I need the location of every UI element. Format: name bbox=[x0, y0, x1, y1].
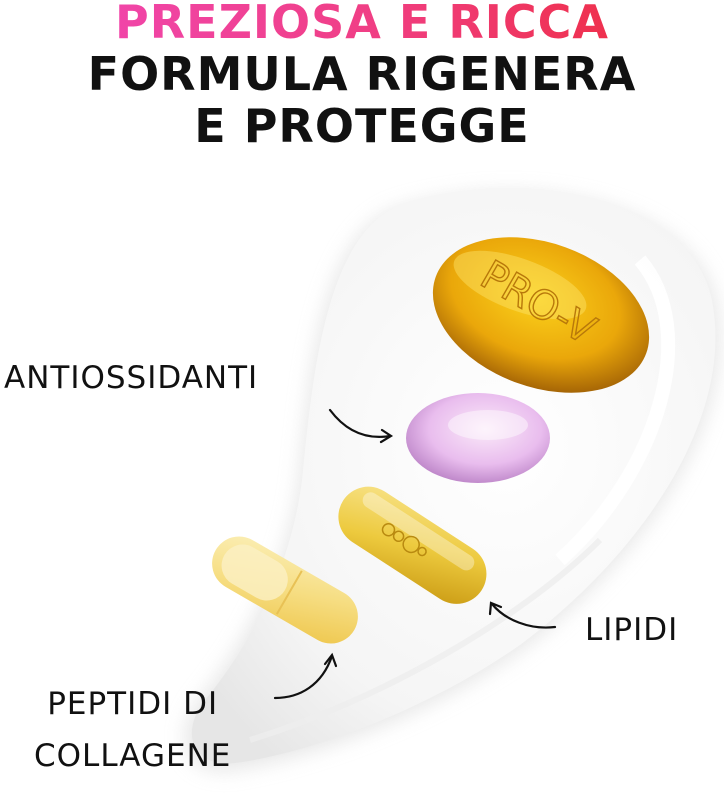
arrowhead-peptides-icon bbox=[323, 652, 338, 668]
collagen-capsule bbox=[212, 536, 358, 644]
arrow-peptides-icon bbox=[273, 654, 334, 700]
arrow-lipids-icon bbox=[490, 602, 557, 629]
arrow-antioxidants-icon bbox=[328, 408, 392, 438]
antioxidant-pearl bbox=[406, 393, 550, 483]
label-collagen-peptides: PEPTIDI DI COLLAGENE bbox=[34, 678, 231, 782]
label-peptides-line-1: PEPTIDI DI bbox=[47, 686, 219, 722]
label-peptides-line-2: COLLAGENE bbox=[34, 738, 232, 774]
label-antioxidants: ANTIOSSIDANTI bbox=[4, 360, 259, 396]
headline-line-1: PREZIOSA E RICCA bbox=[0, 0, 724, 48]
arrowhead-lipids-icon bbox=[488, 601, 503, 616]
label-lipids: LIPIDI bbox=[585, 612, 679, 648]
bubble-icon bbox=[381, 523, 396, 537]
headline-line-3: E PROTEGGE bbox=[194, 99, 530, 153]
arrowhead-antioxidants-icon bbox=[379, 428, 394, 444]
headline: PREZIOSA E RICCA FORMULA RIGENERA E PROT… bbox=[0, 0, 724, 152]
pro-v-softgel: PRO-V bbox=[432, 237, 650, 393]
lipid-softgel bbox=[338, 486, 487, 604]
headline-line-2: FORMULA RIGENERA bbox=[87, 47, 637, 101]
